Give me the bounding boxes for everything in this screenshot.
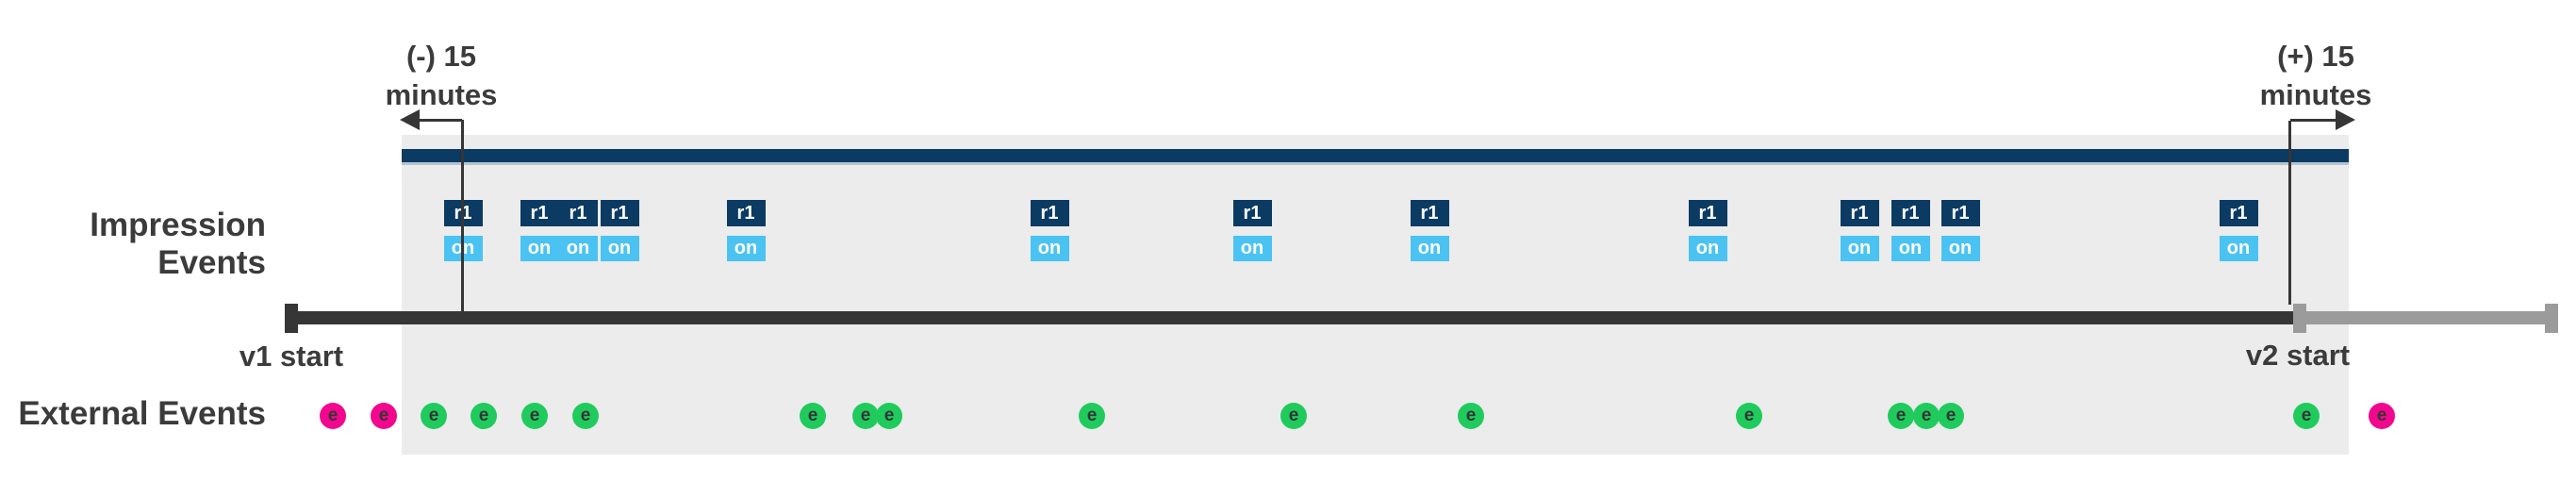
plus-arrow-shaft: [2290, 119, 2337, 122]
impression-event-marker: r1 on: [1940, 200, 1980, 261]
minus-arrow-head-icon: [400, 109, 420, 130]
impression-tag-badge: r1: [726, 200, 766, 226]
impression-tag-badge: r1: [600, 200, 639, 226]
external-event-dot-green: e: [471, 403, 497, 429]
timeline-v2-segment: [2299, 311, 2551, 324]
impression-state-badge: on: [1410, 236, 1449, 261]
impression-tag-badge: r1: [1030, 200, 1069, 226]
plus-15-annotation: (+) 15 minutes: [2212, 37, 2419, 114]
impression-tag-badge: r1: [1891, 200, 1930, 226]
external-event-dot-green: e: [1888, 403, 1914, 429]
impression-state-badge: on: [1891, 236, 1930, 261]
impression-state-badge: on: [558, 236, 598, 261]
impression-tag-badge: r1: [1940, 200, 1980, 226]
minus-15-value: (-) 15: [405, 40, 477, 73]
external-event-dot-green: e: [1079, 403, 1105, 429]
impression-tag-badge: r1: [520, 200, 559, 226]
minus-15-unit: minutes: [385, 78, 498, 111]
plus-arrow-head-icon: [2336, 109, 2355, 130]
impression-event-marker: r1 on: [558, 200, 598, 261]
external-event-dot-green: e: [2293, 403, 2320, 429]
external-event-dot-green: e: [1913, 403, 1940, 429]
minus-reference-line: [461, 120, 464, 312]
impression-tag-badge: r1: [1688, 200, 1727, 226]
analysis-window-panel: [402, 135, 2349, 455]
external-event-dot-green: e: [800, 403, 826, 429]
impression-tag-badge: r1: [2219, 200, 2258, 226]
timeline-end-cap: [2545, 304, 2558, 333]
impression-state-badge: on: [520, 236, 559, 261]
external-event-dot-pink: e: [2369, 403, 2395, 429]
v1-start-label: v1 start: [239, 340, 344, 373]
impression-state-badge: on: [1688, 236, 1727, 261]
impression-event-marker: r1 on: [726, 200, 766, 261]
external-event-dot-green: e: [1280, 403, 1307, 429]
impression-state-badge: on: [1030, 236, 1069, 261]
external-event-dot-green: e: [521, 403, 548, 429]
impression-events-label: Impression Events: [90, 207, 266, 281]
v2-start-label: v2 start: [2245, 339, 2351, 372]
external-event-dot-green: e: [1458, 403, 1484, 429]
minus-15-annotation: (-) 15 minutes: [338, 37, 545, 114]
impression-tag-badge: r1: [1410, 200, 1449, 226]
impression-event-marker: r1 on: [1232, 200, 1272, 261]
impression-event-marker: r1 on: [1891, 200, 1930, 261]
impression-state-badge: on: [1840, 236, 1879, 261]
impression-tag-badge: r1: [1840, 200, 1879, 226]
impression-state-badge: on: [1232, 236, 1272, 261]
timeline-v2-start-cap: [2293, 304, 2306, 333]
plus-reference-line: [2288, 121, 2291, 305]
plus-15-value: (+) 15: [2277, 40, 2354, 73]
campaign-bar: [402, 149, 2349, 165]
impression-state-badge: on: [726, 236, 766, 261]
impression-event-marker: r1 on: [1688, 200, 1727, 261]
impression-tag-badge: r1: [1232, 200, 1272, 226]
impression-state-badge: on: [600, 236, 639, 261]
impression-event-marker: r1 on: [1410, 200, 1449, 261]
impression-tag-badge: r1: [558, 200, 598, 226]
external-event-dot-pink: e: [371, 403, 397, 429]
external-event-dot-green: e: [1736, 403, 1762, 429]
timeline-v1-start-cap: [285, 304, 298, 333]
external-event-dot-green: e: [421, 403, 447, 429]
external-events-label: External Events: [18, 395, 266, 432]
minus-arrow-shaft: [418, 119, 462, 122]
impression-event-marker: r1 on: [1030, 200, 1069, 261]
plus-15-unit: minutes: [2259, 78, 2372, 111]
external-event-dot-green: e: [876, 403, 902, 429]
impression-state-badge: on: [1940, 236, 1980, 261]
impression-event-marker: r1 on: [600, 200, 639, 261]
impression-event-marker: r1 on: [1840, 200, 1879, 261]
impression-event-marker: r1 on: [2219, 200, 2258, 261]
external-event-dot-green: e: [852, 403, 879, 429]
impression-state-badge: on: [2219, 236, 2258, 261]
timeline-v1-segment: [291, 311, 2293, 324]
external-event-dot-pink: e: [320, 403, 346, 429]
external-event-dot-green: e: [1938, 403, 1964, 429]
impression-event-marker: r1 on: [520, 200, 559, 261]
external-event-dot-green: e: [572, 403, 599, 429]
